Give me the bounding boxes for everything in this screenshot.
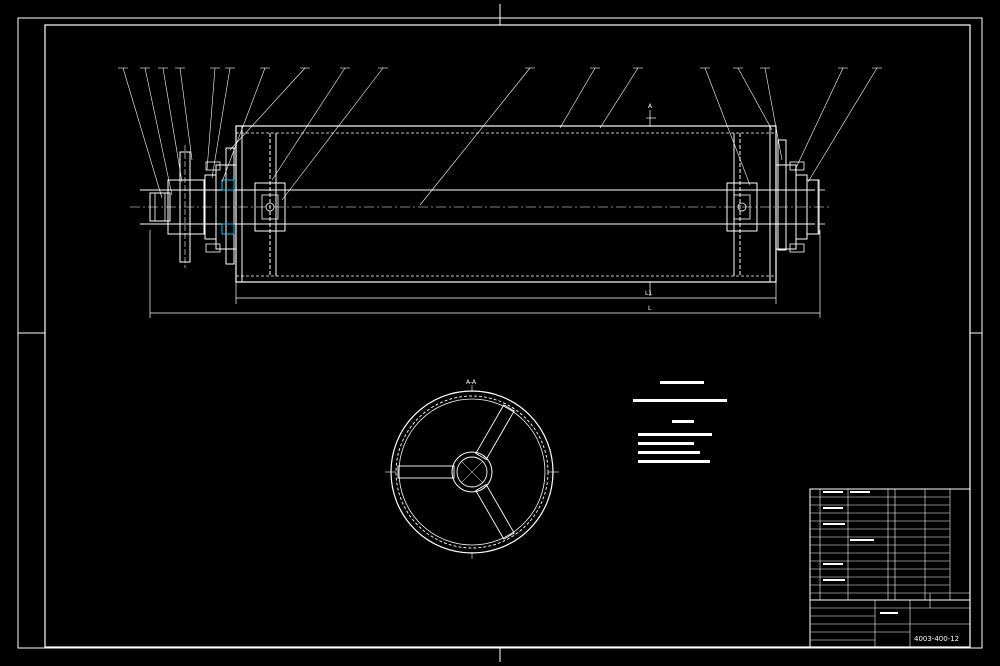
section-marker-top: A <box>648 103 653 110</box>
dimension-l1: L1 <box>645 290 652 297</box>
dimension-lines <box>149 110 821 318</box>
dimension-l: L <box>648 305 652 312</box>
drawing-number: 4003-400-12 <box>914 635 959 643</box>
bearing-highlight <box>221 179 235 191</box>
roller-main-view <box>130 125 830 283</box>
technical-notes <box>633 381 727 463</box>
part-leaders <box>118 67 882 206</box>
section-view-aa <box>385 385 559 559</box>
sheet-frame <box>17 4 983 662</box>
drum-shell <box>235 125 777 283</box>
section-label: A-A <box>466 379 477 386</box>
title-block <box>809 488 971 648</box>
title-block-placeholders <box>823 491 898 614</box>
